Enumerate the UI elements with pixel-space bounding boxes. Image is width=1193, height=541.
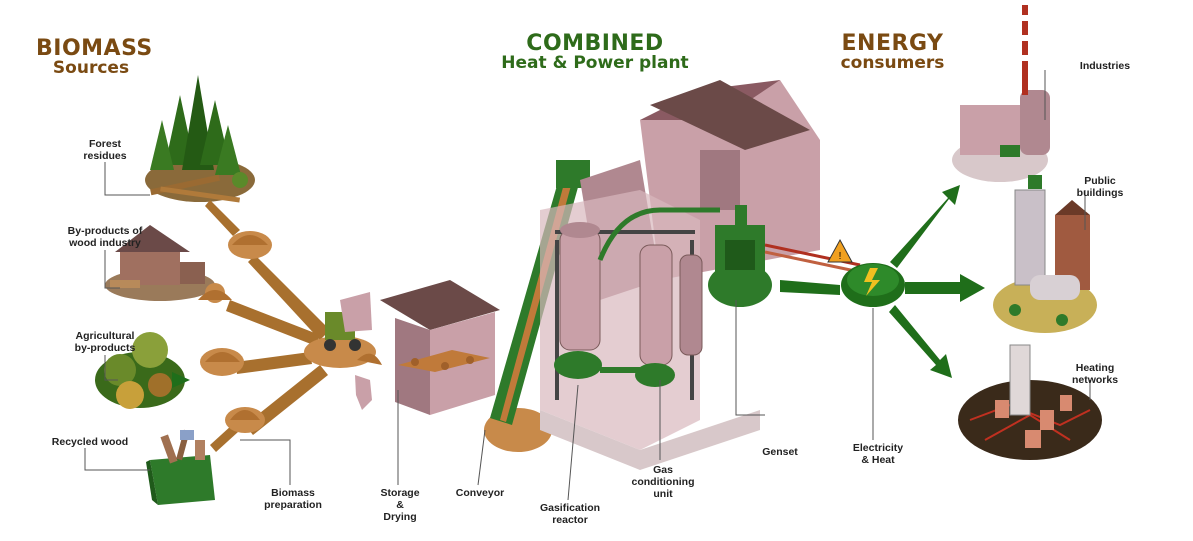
biomass-preparation-illustration — [304, 292, 382, 410]
recycled-wood-illustration — [146, 429, 215, 505]
sawmill-illustration — [105, 225, 225, 303]
forest-illustration — [145, 75, 255, 203]
label-biomass-preparation: Biomass preparation — [264, 487, 322, 511]
source-arrows — [205, 200, 330, 452]
source-label-recycled-wood: Recycled wood — [51, 436, 129, 448]
consumer-label-public-buildings: Public buildings — [1076, 175, 1124, 199]
genset-illustration — [708, 205, 772, 307]
storage-drying-illustration — [380, 280, 500, 415]
energy-subheading: consumers — [840, 53, 945, 73]
consumer-arrows — [889, 185, 985, 378]
combined-subheading: Heat & Power plant — [501, 53, 689, 73]
label-conveyor: Conveyor — [455, 487, 505, 499]
biomass-subheading: Sources — [52, 58, 130, 78]
public-buildings-illustration — [993, 175, 1097, 333]
electricity-hub — [841, 263, 905, 307]
label-storage-drying: Storage & Drying — [380, 487, 420, 523]
label-gasification-reactor: Gasification reactor — [539, 502, 601, 526]
svg-text:!: ! — [839, 251, 842, 262]
source-label-wood-industry: By-products of wood industry — [67, 225, 143, 249]
heating-network-illustration — [958, 344, 1102, 460]
consumer-label-industries: Industries — [1079, 60, 1131, 72]
source-label-agricultural: Agricultural by-products — [74, 330, 136, 354]
label-electricity-heat: Electricity & Heat — [852, 442, 904, 466]
chp-plant-building — [540, 80, 820, 470]
combined-heading: COMBINED — [526, 31, 664, 56]
source-label-forest-residues: Forest residues — [83, 138, 127, 162]
industries-illustration — [952, 5, 1050, 182]
label-gas-conditioning-unit: Gas conditioning unit — [631, 464, 695, 500]
leader-lines — [84, 70, 1091, 501]
power-lines: ! — [764, 238, 861, 295]
agriculture-illustration — [95, 332, 190, 409]
label-genset: Genset — [762, 446, 798, 458]
biomass-heading: BIOMASS — [36, 36, 153, 61]
energy-heading: ENERGY — [841, 31, 944, 56]
consumer-label-heating-networks: Heating networks — [1071, 362, 1119, 386]
pellet-piles — [198, 231, 272, 433]
